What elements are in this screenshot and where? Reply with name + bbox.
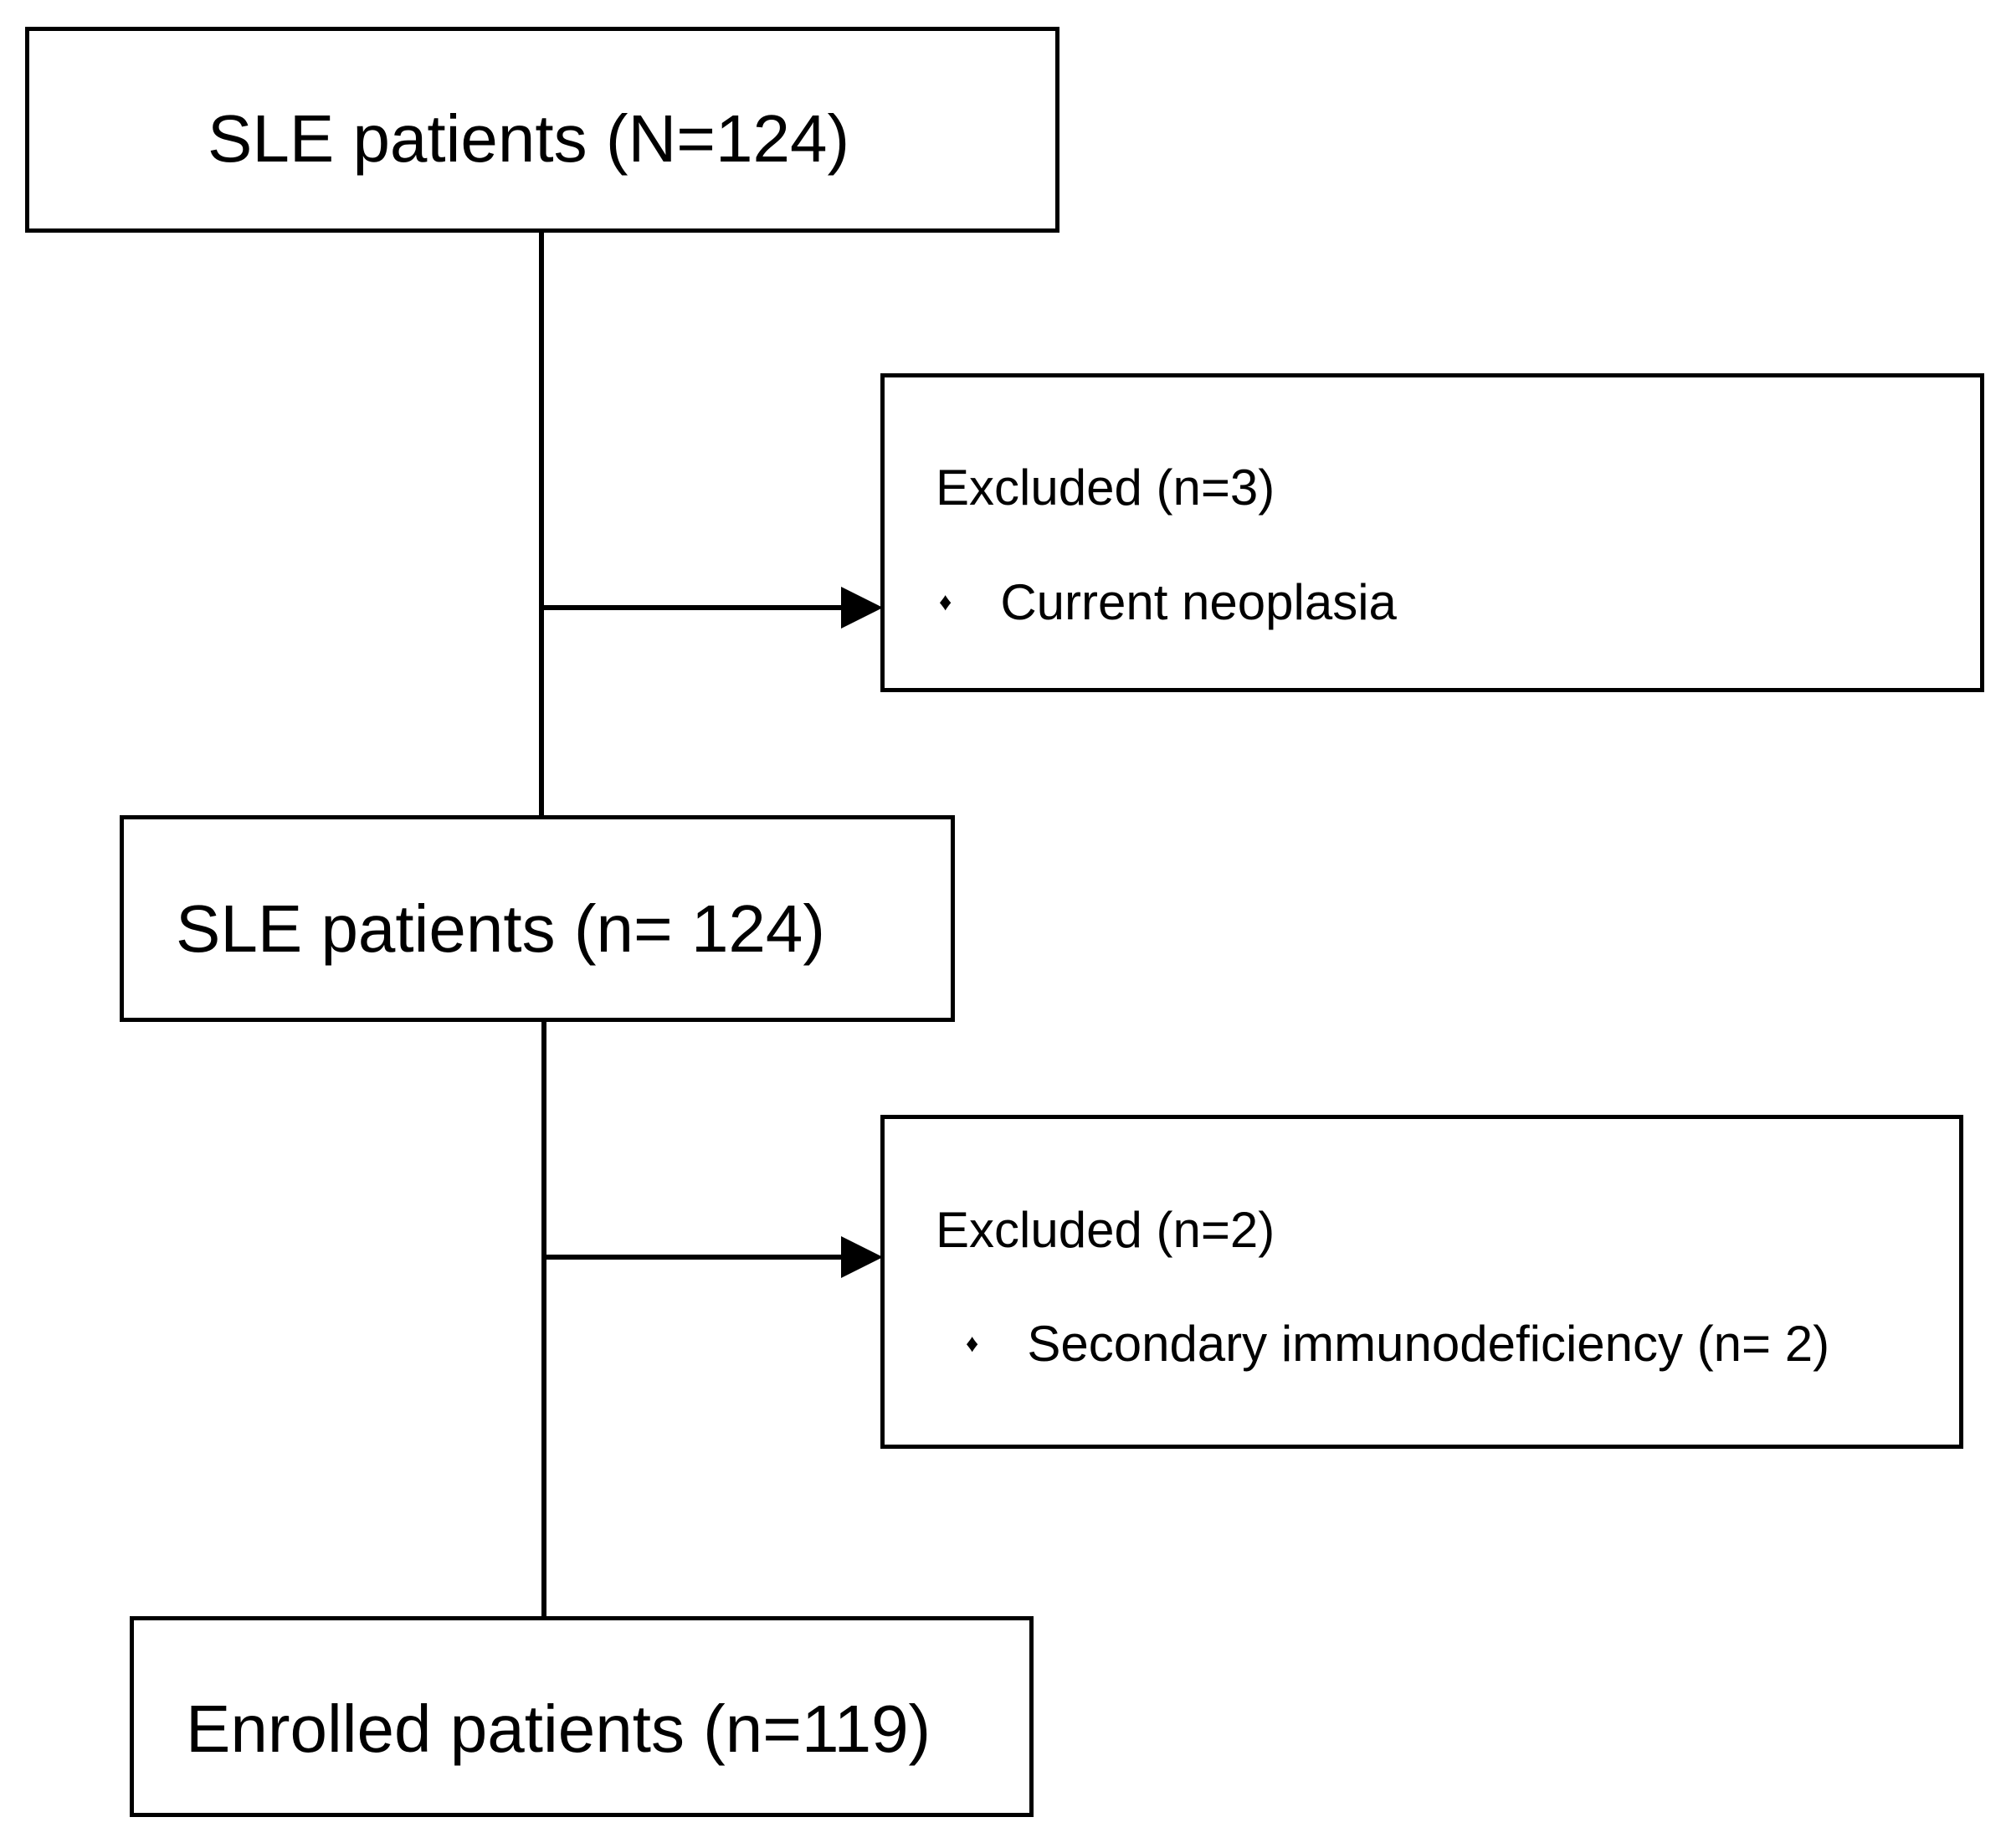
exclusion-2-item: ♦ Secondary immunodeficiency (n= 2) [966,1319,1829,1369]
exclusion-2-item-label: Secondary immunodeficiency (n= 2) [1027,1316,1830,1372]
exclusion-1-item-label: Current neoplasia [1000,574,1397,630]
exclusion-2-heading: Excluded (n=2) [936,1202,1275,1258]
bullet-diamond-icon: ♦ [939,588,952,617]
box-sle-patients-initial-label: SLE patients (N=124) [208,101,850,176]
box-sle-patients-screened-label: SLE patients (n= 124) [176,891,826,966]
box-enrolled-patients-label: Enrolled patients (n=119) [186,1691,931,1766]
arrow-to-exclusion1-head [841,587,883,629]
arrow-to-exclusion2-head [841,1236,883,1278]
bullet-diamond-icon: ♦ [966,1330,979,1358]
box-exclusion-1 [880,373,1984,692]
box-exclusion-2 [880,1115,1963,1449]
exclusion-1-item: ♦Current neoplasia [939,578,1397,628]
box-sle-patients-initial [25,27,1059,233]
box-sle-patients-screened [120,815,955,1022]
box-enrolled-patients [130,1616,1034,1817]
exclusion-1-heading: Excluded (n=3) [936,459,1275,516]
